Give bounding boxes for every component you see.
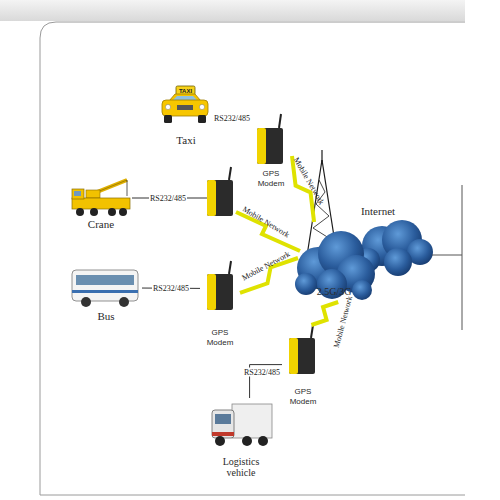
network-label: Mobile Network [240,249,293,283]
wheel [119,297,129,307]
modem-node: GPS Modem [200,262,240,350]
modem-body [257,128,283,164]
modem-body [207,274,233,310]
antenna [311,325,313,338]
page-frame [40,22,465,495]
gps-modem-device [207,261,233,310]
wheel [76,208,84,216]
taxi-windshield [173,96,197,100]
network-label: Mobile Network [332,294,355,350]
gps-modem-device [257,114,283,164]
cloud-puff [352,280,372,300]
wheel [242,436,252,446]
truck-windshield [215,414,231,424]
network-label: Mobile Network [240,204,292,240]
headlight [165,104,170,109]
modem-node: GPS Modem [250,112,292,192]
modem-label: GPS Modem [282,387,324,407]
vehicle-node: Taxi [158,84,214,146]
wheel [215,436,225,446]
antenna [279,114,281,128]
wheel [119,208,127,216]
network-label: Mobile Network [291,155,326,207]
cloud-puff [295,273,317,295]
vehicle-label: Logistics vehicle [208,456,274,478]
truck-bumper [212,432,234,436]
vehicle-label: Bus [70,310,142,322]
taxi-illustration [162,86,208,123]
antenna [229,167,231,180]
grille [177,105,193,110]
modem-label: GPS Modem [250,169,292,189]
wheel [90,208,98,216]
modem-panel [257,128,266,164]
bracket-line [432,255,462,256]
crane-house [86,190,100,198]
wheel [198,115,206,123]
cloud-puff [384,248,412,276]
modem-node: GPS Modem [282,325,324,413]
modem-label: GPS Modem [200,328,240,348]
wheel [258,436,268,446]
modem-body [289,338,315,374]
interface-label: RS232/485 [243,368,281,377]
truck-trailer [232,404,272,438]
truck-cab [212,410,234,438]
vehicle-label: Taxi [158,134,214,146]
bus-stripe [72,290,138,293]
wheel [164,115,172,123]
network-title: Internet [346,205,410,217]
radio-link [311,302,338,325]
crane-illustration [72,180,130,216]
crane-cable [127,180,128,196]
internet-cloud [295,220,433,300]
vehicle-label: Crane [68,218,134,230]
gps-modem-device [207,167,233,216]
interface-label: RS232/485 [213,114,251,123]
vehicle-node: Logistics vehicle [208,398,274,482]
bus-windows [76,275,134,285]
bus-illustration [72,270,138,307]
headlight [199,104,204,109]
interface-label: RS232/485 [149,194,187,203]
modem-panel [207,274,216,310]
gps-modem-device [289,325,315,374]
antenna [229,261,231,274]
crane-cab [72,189,84,199]
taxi-sign-text: TAXI [178,87,193,94]
crane-window [74,191,81,196]
bracket-line [462,185,463,330]
truck-illustration [212,404,272,446]
wheel [108,208,116,216]
taxi-body [162,100,208,116]
internet-node: Internet2.5G/3G [298,222,432,302]
interface-label: RS232/485 [152,284,190,293]
modem-panel [207,180,216,216]
modem-body [207,180,233,216]
vehicle-node: Bus [70,266,142,324]
modem-panel [289,338,298,374]
wheel [81,297,91,307]
header-bar [0,0,465,21]
crane-chassis [72,198,130,209]
vehicle-node: Crane [68,178,134,232]
bus-body [72,270,138,301]
